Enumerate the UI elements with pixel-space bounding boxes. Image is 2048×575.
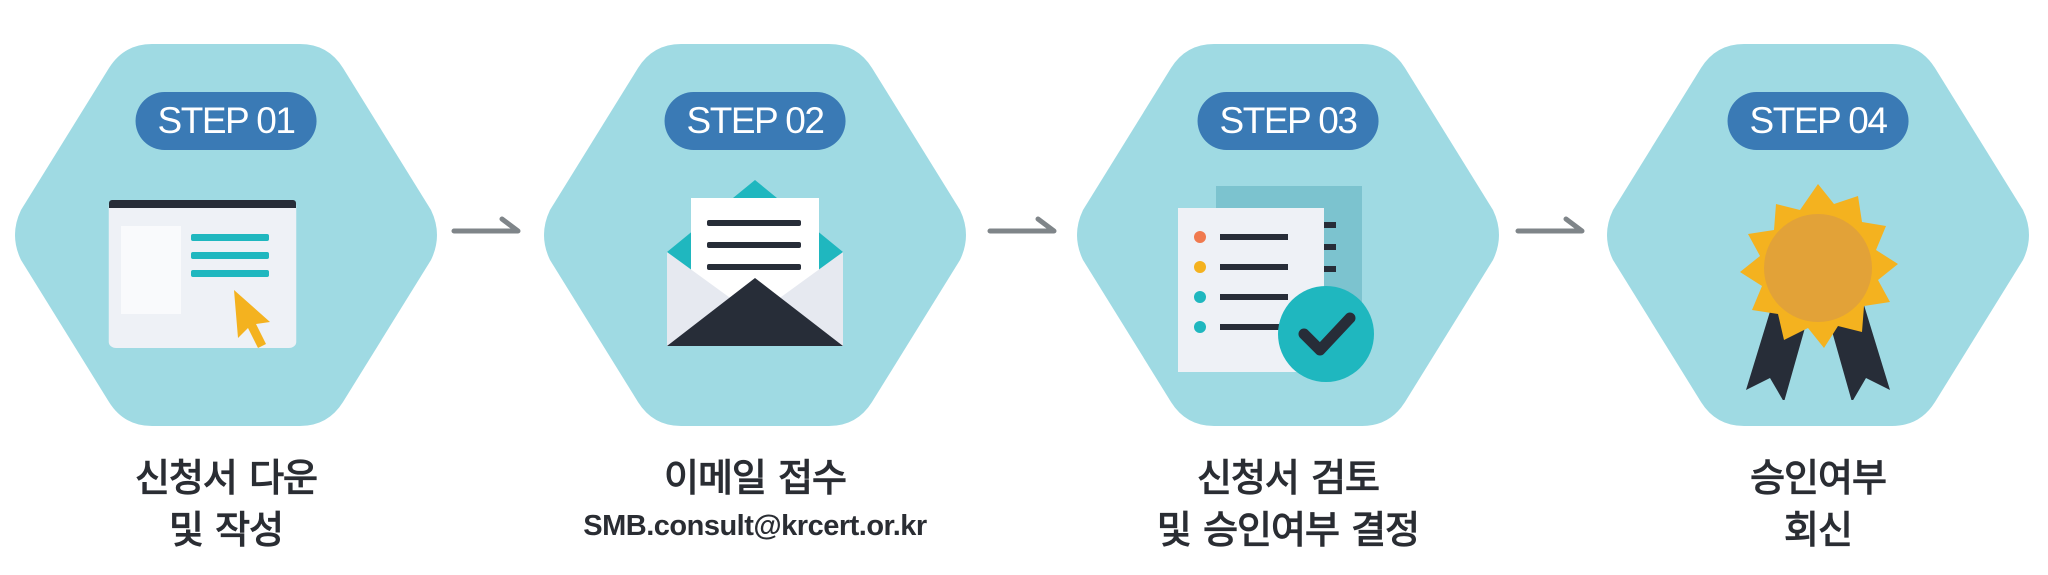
step-badge: STEP 01 xyxy=(135,92,317,150)
step-email-address: SMB.consult@krcert.or.kr xyxy=(583,510,927,542)
step-3: STEP 03 신청서 검토 및 승인여부 결정 xyxy=(1072,40,1504,560)
application-form-cursor-icon xyxy=(108,200,297,348)
step-caption: 신청서 검토 및 승인여부 결정 xyxy=(1072,452,1504,556)
step-title-line1: 이메일 접수 xyxy=(663,456,847,500)
step-title-line2: 및 승인여부 결정 xyxy=(1156,508,1420,552)
step-title-line2: 및 작성 xyxy=(168,508,284,552)
award-rosette-icon xyxy=(1740,184,1898,400)
step-badge: STEP 04 xyxy=(1727,92,1909,150)
envelope-letter-icon xyxy=(667,180,843,346)
step-title-line1: 신청서 다운 xyxy=(134,456,318,500)
step-badge: STEP 02 xyxy=(664,92,846,150)
arrow-right-icon xyxy=(987,216,1057,234)
document-checklist-check-icon xyxy=(1178,186,1374,382)
step-1: STEP 01 신청서 다운 및 작성 xyxy=(10,40,442,560)
arrow-right-icon xyxy=(451,216,521,234)
step-title-line2: 회신 xyxy=(1784,508,1853,552)
step-badge: STEP 03 xyxy=(1197,92,1379,150)
step-caption: 승인여부 회신 xyxy=(1602,452,2034,556)
step-4: STEP 04 승인여부 회신 xyxy=(1602,40,2034,560)
step-caption: 이메일 접수 SMB.consult@krcert.or.kr xyxy=(539,452,971,548)
step-title-line1: 승인여부 xyxy=(1750,456,1887,500)
step-2: STEP 02 이메일 접수 SMB.consult@krcert.or.kr xyxy=(539,40,971,560)
step-caption: 신청서 다운 및 작성 xyxy=(10,452,442,556)
step-title-line1: 신청서 검토 xyxy=(1196,456,1380,500)
arrow-right-icon xyxy=(1515,216,1585,234)
